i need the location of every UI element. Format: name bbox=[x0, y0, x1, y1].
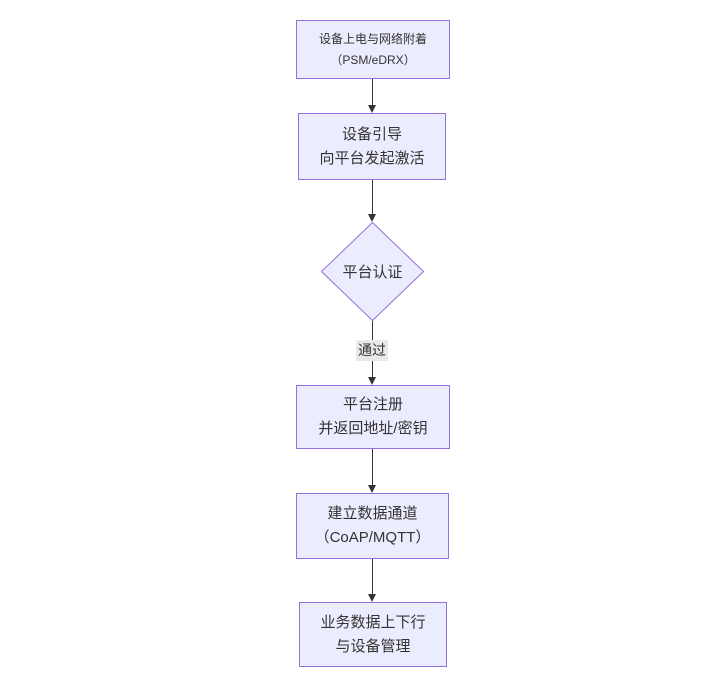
edge-line-5 bbox=[372, 559, 373, 594]
node-bootstrap-line1: 设备引导 bbox=[341, 125, 402, 143]
edge-label-pass: 通过 bbox=[356, 340, 388, 361]
node-data-channel-line2: （CoAP/MQTT） bbox=[314, 529, 431, 546]
edge-line-1 bbox=[372, 79, 373, 105]
node-business-data-line1: 业务数据上下行 bbox=[320, 613, 426, 631]
arrowhead-down-icon bbox=[367, 377, 376, 385]
edge-line-2 bbox=[372, 180, 373, 214]
node-register: 平台注册 并返回地址/密钥 bbox=[296, 385, 450, 449]
arrowhead-down-icon bbox=[367, 105, 376, 113]
decision-platform-auth: 平台认证 bbox=[321, 222, 424, 321]
edge-line-4 bbox=[372, 449, 373, 485]
node-power-attach-line2: （PSM/eDRX） bbox=[330, 52, 416, 67]
node-data-channel-line1: 建立数据通道 bbox=[327, 505, 418, 522]
decision-platform-auth-label: 平台认证 bbox=[342, 264, 403, 281]
diamond-shape bbox=[321, 222, 424, 321]
arrowhead-down-icon bbox=[367, 594, 376, 602]
node-register-line1: 平台注册 bbox=[342, 396, 403, 413]
arrowhead-down-icon bbox=[367, 485, 376, 493]
arrowhead-down-icon bbox=[367, 214, 376, 222]
node-business-data-line2: 与设备管理 bbox=[335, 637, 411, 655]
node-bootstrap: 设备引导 向平台发起激活 bbox=[298, 113, 446, 180]
node-register-line2: 并返回地址/密钥 bbox=[318, 420, 428, 437]
node-power-attach-line1: 设备上电与网络附着 bbox=[318, 31, 427, 46]
node-power-attach: 设备上电与网络附着 （PSM/eDRX） bbox=[296, 20, 450, 79]
node-bootstrap-line2: 向平台发起激活 bbox=[319, 149, 425, 167]
node-business-data: 业务数据上下行 与设备管理 bbox=[299, 602, 447, 667]
node-data-channel: 建立数据通道 （CoAP/MQTT） bbox=[296, 493, 449, 559]
